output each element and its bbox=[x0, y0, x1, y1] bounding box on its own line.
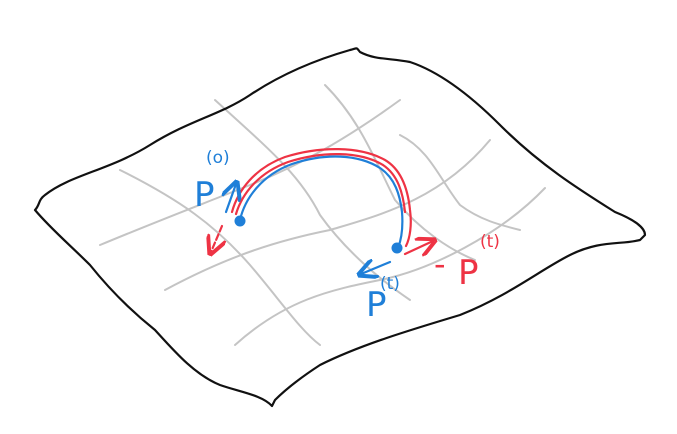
end-point bbox=[391, 242, 403, 254]
p0-label: P bbox=[194, 175, 215, 215]
grid-line bbox=[214, 99, 411, 301]
grid-line bbox=[399, 134, 521, 231]
neg-pt-superscript: (t) bbox=[480, 232, 500, 252]
neg-p0-arrow bbox=[211, 224, 222, 252]
neg-pt-minus: - bbox=[434, 245, 446, 283]
p0-arrow bbox=[226, 184, 236, 214]
neg-pt-label: P bbox=[458, 253, 479, 293]
red-curve bbox=[230, 148, 412, 248]
grid-line bbox=[119, 169, 321, 346]
neg-pt-arrow bbox=[403, 241, 433, 254]
grid-line bbox=[324, 84, 476, 261]
pt-superscript: (t) bbox=[380, 274, 400, 294]
p0-superscript: (o) bbox=[206, 148, 230, 168]
grid-line bbox=[164, 139, 491, 291]
grid-line bbox=[234, 187, 546, 346]
pt-arrow bbox=[361, 262, 392, 274]
pt-label: P bbox=[366, 285, 387, 325]
surface-grid bbox=[99, 84, 546, 346]
surface-outline bbox=[33, 47, 647, 408]
grid-line bbox=[99, 99, 401, 246]
start-point bbox=[234, 215, 246, 227]
blue-curve bbox=[238, 155, 404, 250]
